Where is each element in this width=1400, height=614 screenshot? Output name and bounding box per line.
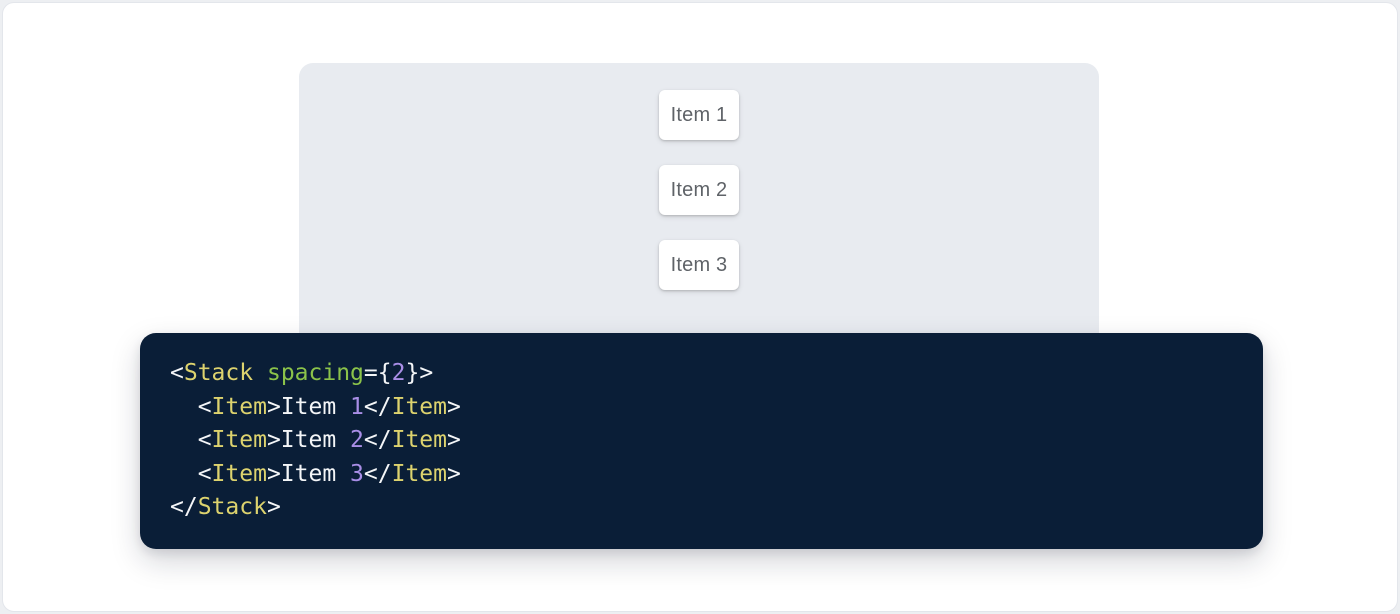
demo-item-2-label: Item 2 <box>670 178 728 201</box>
demo-item-3-label: Item 3 <box>670 253 728 276</box>
demo-item-1-label: Item 1 <box>670 103 728 126</box>
code-token-tag: Stack <box>183 360 254 386</box>
code-token-plain: > <box>266 494 281 520</box>
code-line: <Item>Item 2</Item> <box>170 424 1233 458</box>
code-line: <Item>Item 3</Item> <box>170 458 1233 492</box>
code-token-plain: >Item <box>266 427 351 453</box>
code-token-plain: > <box>446 460 461 487</box>
code-token-num: 2 <box>350 427 364 453</box>
code-token-tag: Item <box>391 393 447 420</box>
code-token-num: 2 <box>391 360 406 386</box>
code-token-plain: > <box>446 427 461 453</box>
code-token-attr: spacing <box>266 360 364 386</box>
code-token-tag: Item <box>391 460 447 487</box>
code-line: <Item>Item 1</Item> <box>170 391 1233 425</box>
code-token-plain: < <box>170 360 184 386</box>
code-token-tag: Item <box>211 393 267 420</box>
code-line: <Stack spacing={2}> <box>170 357 1233 391</box>
code-token-tag: Stack <box>197 494 267 520</box>
demo-item-1: Item 1 <box>659 90 739 140</box>
code-token-plain: < <box>170 427 212 453</box>
code-token-tag: Item <box>211 427 267 453</box>
code-token-num: 3 <box>350 460 364 487</box>
code-token-plain <box>253 360 267 386</box>
code-token-plain: > <box>446 393 461 420</box>
demo-item-3: Item 3 <box>659 240 739 290</box>
code-token-tag: Item <box>211 460 267 487</box>
code-block: <Stack spacing={2}> <Item>Item 1</Item> … <box>140 333 1263 549</box>
stack-demo-panel: Item 1 Item 2 Item 3 <box>299 63 1099 355</box>
code-token-plain: < <box>170 460 212 487</box>
code-token-plain: </ <box>170 494 198 520</box>
code-token-plain: </ <box>363 427 392 453</box>
code-token-plain: ={ <box>363 360 392 386</box>
code-token-plain: </ <box>363 460 392 487</box>
code-token-plain: }> <box>405 360 434 386</box>
code-token-plain: </ <box>363 393 392 420</box>
demo-item-2: Item 2 <box>659 165 739 215</box>
code-line: </Stack> <box>170 491 1233 525</box>
code-token-tag: Item <box>391 427 447 453</box>
code-token-plain: < <box>170 393 212 420</box>
code-token-plain: >Item <box>266 460 351 487</box>
code-token-plain: >Item <box>266 393 351 420</box>
code-token-num: 1 <box>350 393 364 420</box>
